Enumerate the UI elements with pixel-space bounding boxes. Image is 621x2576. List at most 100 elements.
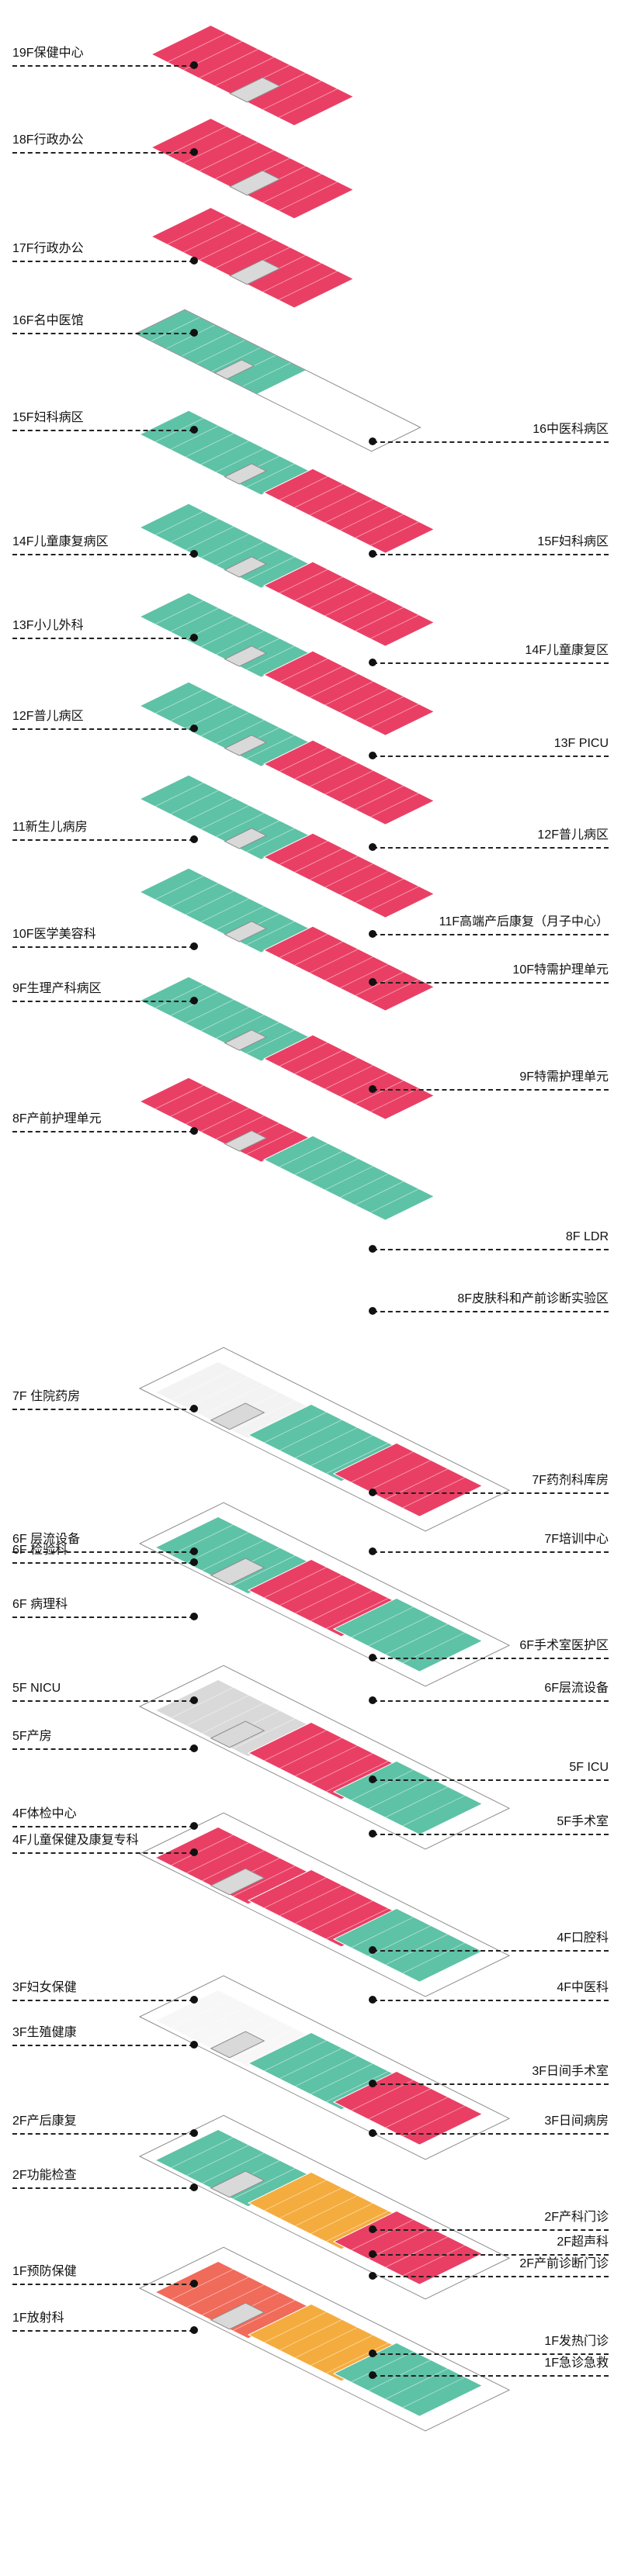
floor-11-west-core (224, 828, 268, 849)
floor-9-east-grid-line (369, 1087, 420, 1112)
floor-17-grid-line (167, 215, 227, 245)
floor-11-east-grid-line (309, 856, 359, 880)
leader-line-r1b (373, 2375, 609, 2377)
floor-7-zone-c-plate (332, 1442, 484, 1517)
leader-dot-r10 (369, 978, 376, 986)
floor-18-grid-line (262, 173, 322, 203)
floor-3-zone-b-grid-line (279, 2047, 343, 2080)
leader-line-r15 (373, 554, 609, 555)
floor-17-grid-line (278, 271, 338, 301)
floor-4-zone-b-grid-line (325, 1907, 389, 1940)
floor-label-l5a: 5F NICU (12, 1682, 61, 1695)
leader-line-r4b (373, 2000, 609, 2001)
floor-5-zone-a-grid-line (201, 1702, 265, 1734)
leader-line-l8 (12, 1131, 194, 1132)
leader-line-r5a (373, 1779, 609, 1781)
floor-label-l14: 14F儿童康复病区 (12, 535, 109, 548)
floor-3-zone-b-grid-line (294, 2055, 358, 2087)
floor-18-grid-line (182, 133, 243, 164)
leader-line-l11 (12, 839, 194, 841)
floor-14-east-grid-line (279, 569, 328, 594)
floor-1-outline (138, 2246, 511, 2432)
floor-8-east-grid-line (309, 1158, 359, 1183)
floor-10-west-core (224, 921, 268, 942)
floor-4-zone-a-grid-line (201, 1849, 265, 1882)
floor-6-zone-a-grid-line (232, 1554, 296, 1587)
floor-label-r2c: 2F产前诊断门诊 (519, 2257, 609, 2270)
leader-line-l13 (12, 638, 194, 639)
floor-13-east-grid-line (309, 673, 359, 698)
floor-1-zone-c-grid-line (385, 2368, 449, 2400)
leader-line-r11 (373, 934, 609, 935)
floor-19-grid-line (278, 88, 338, 119)
floor-label-l16: 16F名中医馆 (12, 314, 84, 327)
floor-4-zone-a-grid-line (170, 1834, 234, 1866)
floor-8-west-grid-line (215, 1115, 265, 1140)
floor-3-zone-c-grid-line (350, 2080, 415, 2111)
floor-label-l18: 18F行政办公 (12, 133, 84, 147)
floor-label-r8b: 8F皮肤科和产前诊断实验区 (457, 1292, 609, 1305)
leader-dot-l8 (190, 1127, 198, 1135)
floor-13-west-grid-line (200, 622, 250, 648)
floor-11-east-grid-line (279, 840, 328, 866)
floor-5-zone-c-grid-line (350, 1769, 415, 1801)
floor-9-west-grid-line (245, 1029, 296, 1054)
floor-13-west-core (224, 645, 268, 667)
floor-1-zone-a-grid-line (186, 2276, 250, 2308)
floor-5-zone-b-grid-line (310, 1752, 373, 1785)
floor-11-west-grid-line (185, 797, 234, 822)
floor-6-zone-c-plate (332, 1597, 484, 1672)
floor-2-zone-a-core (210, 2170, 265, 2198)
leader-line-l4a (12, 1826, 194, 1827)
leader-dot-r6b (369, 1696, 376, 1704)
floor-9-east-grid-line (324, 1064, 374, 1090)
floor-2-zone-b-grid-line (294, 2194, 358, 2227)
floor-label-l19: 19F保健中心 (12, 47, 84, 60)
floor-15-east-grid-line (355, 513, 404, 539)
floor-label-l9: 9F生理产科病区 (12, 982, 102, 995)
floor-label-l6c: 6F 病理科 (12, 1598, 68, 1611)
floor-label-r7b: 7F培训中心 (544, 1533, 609, 1546)
floor-label-r2a: 2F产科门诊 (544, 2211, 609, 2224)
floor-7-zone-c-grid-line (367, 1460, 432, 1492)
leader-dot-l14 (190, 550, 198, 558)
floor-2-zone-b-grid-line (279, 2187, 343, 2219)
leader-dot-l10 (190, 942, 198, 950)
leader-dot-l1b (190, 2326, 198, 2334)
floor-label-r10: 10F特需护理单元 (512, 963, 609, 977)
floor-17-grid-line (262, 262, 322, 292)
leader-dot-l2b (190, 2184, 198, 2191)
floor-label-l3b: 3F生殖健康 (12, 2026, 77, 2039)
leader-dot-r3a (369, 2080, 376, 2087)
floor-label-r2b: 2F超声科 (557, 2235, 609, 2249)
floor-1-zone-a-grid-line (232, 2299, 296, 2332)
floor-14-east-grid-line (293, 576, 344, 601)
floor-8-east-grid-line (369, 1188, 420, 1213)
floor-5-zone-a-grid-line (186, 1694, 250, 1727)
floor-label-r6a: 6F手术室医护区 (519, 1639, 609, 1652)
floor-14-east-grid-line (309, 584, 359, 609)
floor-9-west-core (224, 1029, 268, 1051)
floor-label-l4a: 4F体检中心 (12, 1807, 77, 1820)
floor-15-east-grid-line (324, 498, 374, 524)
leader-line-l16 (12, 333, 194, 334)
leader-dot-r7a (369, 1489, 376, 1496)
floor-15-east-grid-line (369, 521, 420, 546)
floor-6-zone-b-grid-line (279, 1574, 343, 1606)
floor-8-east-grid-line (279, 1143, 328, 1168)
leader-line-r2a (373, 2229, 609, 2231)
floor-10-east-grid-line (293, 941, 344, 966)
floor-16-west-grid-line (196, 339, 246, 365)
floor-7-zone-b-grid-line (325, 1442, 389, 1475)
floor-3-zone-c-grid-line (385, 2097, 449, 2128)
floor-8-east-grid-line (339, 1173, 389, 1198)
leader-dot-r11 (369, 930, 376, 938)
floor-15-east-grid-line (279, 475, 328, 501)
floor-16-west-grid-line (181, 332, 231, 357)
leader-dot-l5a (190, 1696, 198, 1704)
floor-10-west-grid-line (245, 921, 296, 946)
floor-13-west-grid-line (154, 600, 204, 625)
floor-7-zone-a-grid-line (201, 1384, 265, 1416)
floor-10-west-grid-line (185, 890, 234, 915)
floor-15-west-grid-line (185, 433, 234, 458)
